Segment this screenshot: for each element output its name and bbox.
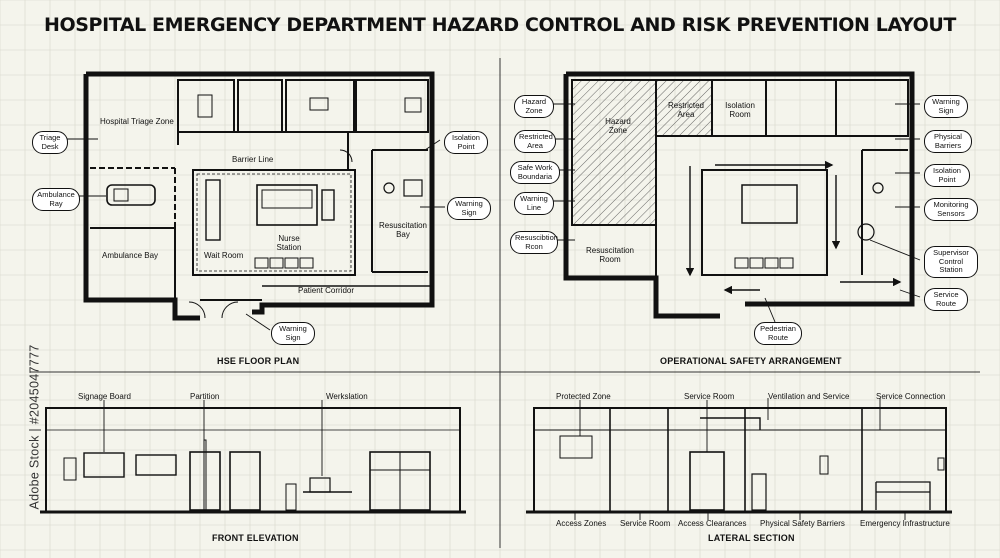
lateral-section-caption: LATERAL SECTION bbox=[708, 533, 795, 543]
isolation-room-label: Isolation Room bbox=[725, 101, 755, 119]
callout-warning-sign: Warning Sign bbox=[447, 197, 491, 220]
stock-watermark: Adobe Stock | #2045047777 bbox=[27, 344, 42, 510]
callout-supervisor-control: Supervisor Control Station bbox=[924, 246, 978, 278]
callout-hazard-zone: Hazard Zone bbox=[514, 95, 554, 118]
callout-warning-sign-r: Warning Sign bbox=[924, 95, 968, 118]
wait-room-label: Wait Room bbox=[204, 251, 244, 260]
front-elevation-caption: FRONT ELEVATION bbox=[212, 533, 299, 543]
callout-triage-desk: Triage Desk bbox=[32, 131, 68, 154]
hse-floor-plan-caption: HSE FLOOR PLAN bbox=[217, 356, 300, 366]
emergency-infra-label: Emergency Infrastructure bbox=[860, 519, 950, 528]
operational-safety-plan bbox=[552, 71, 921, 323]
lateral-section-drawing bbox=[526, 398, 952, 520]
safety-arrangement-caption: OPERATIONAL SAFETY ARRANGEMENT bbox=[660, 356, 842, 366]
service-room-top-label: Service Room bbox=[684, 392, 735, 401]
callout-safe-work-boundaria: Safe Work Boundaria bbox=[510, 161, 560, 184]
callout-warning-line: Warning Line bbox=[514, 192, 554, 215]
physical-safety-label: Physical Safety Barriers bbox=[760, 519, 845, 528]
callout-isolation-point-r: Isolation Point bbox=[924, 164, 970, 187]
partition-label: Partition bbox=[190, 392, 220, 401]
callout-pedestrian-route: Pedestrian Route bbox=[754, 322, 802, 345]
service-room-bottom-label: Service Room bbox=[620, 519, 671, 528]
callout-physical-barriers: Physical Barriers bbox=[924, 130, 972, 153]
callout-ambulance-ray: Ambulance Ray bbox=[32, 188, 80, 211]
barrier-line-label: Barrier Line bbox=[232, 155, 274, 164]
panel-dividers bbox=[30, 58, 980, 548]
patient-corridor-label: Patient Corridor bbox=[298, 286, 355, 295]
resuscitation-bay-label: Resuscitation Bay bbox=[378, 221, 428, 239]
access-clearances-label: Access Clearances bbox=[678, 519, 747, 528]
restricted-area-room-label: Restricted Area bbox=[667, 101, 704, 119]
hazard-zone-room-label: Hazard Zone bbox=[605, 117, 631, 135]
front-elevation-drawing bbox=[40, 400, 466, 514]
callout-warning-sign-bottom: Warning Sign bbox=[271, 322, 315, 345]
workstation-label: Werkslation bbox=[326, 392, 368, 401]
hse-floor-plan bbox=[65, 71, 445, 331]
nurse-station-label: Nurse Station bbox=[276, 234, 302, 252]
resuscitation-room-label: Resuscitation Room bbox=[585, 246, 635, 264]
ambulance-bay-label: Ambulance Bay bbox=[102, 251, 159, 260]
protected-zone-label: Protected Zone bbox=[556, 392, 611, 401]
access-zones-label: Access Zones bbox=[556, 519, 607, 528]
callout-resuscibtion-rcon: Resuscibtion Rcon bbox=[510, 231, 558, 254]
signage-board-label: Signage Board bbox=[78, 392, 131, 401]
callout-monitoring-sensors: Monitoring Sensors bbox=[924, 198, 978, 221]
triage-zone-label: Hospital Triage Zone bbox=[100, 117, 174, 126]
callout-restricted-area: Restricted Area bbox=[514, 130, 556, 153]
service-connection-label: Service Connection bbox=[876, 392, 946, 401]
ventilation-label: Ventilation and Service bbox=[768, 392, 850, 401]
callout-isolation-point: Isolation Point bbox=[444, 131, 488, 154]
callout-service-route: Service Route bbox=[924, 288, 968, 311]
page-title: HOSPITAL EMERGENCY DEPARTMENT HAZARD CON… bbox=[44, 14, 956, 36]
